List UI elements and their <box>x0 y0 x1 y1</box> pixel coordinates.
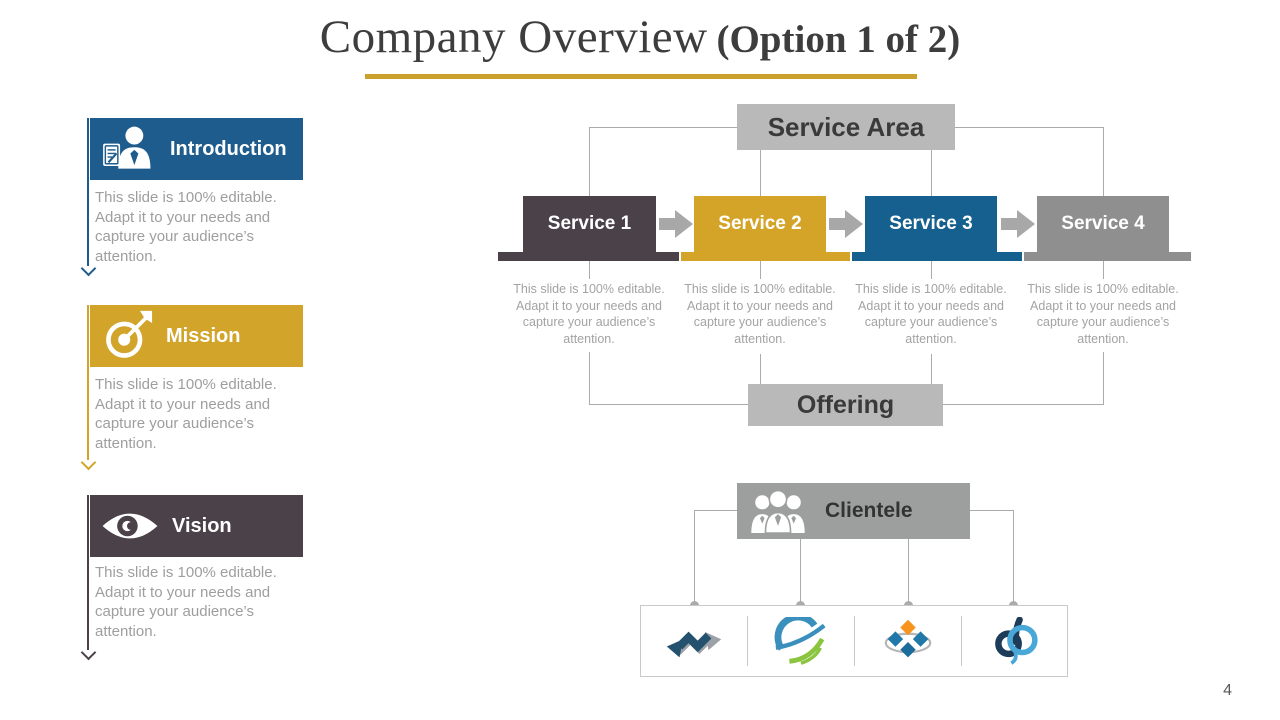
connector-line <box>931 354 932 384</box>
person-document-icon <box>103 126 151 169</box>
page-title: Company Overview (Option 1 of 2) <box>0 10 1280 64</box>
clientele-label: Clientele <box>825 499 913 522</box>
flow-arrow-icon <box>659 210 693 238</box>
connector-line <box>589 261 590 279</box>
connector-line <box>589 404 748 405</box>
diamonds-orbit-logo <box>884 619 932 658</box>
sidebar-item-description: This slide is 100% editable. Adapt it to… <box>95 376 277 452</box>
logo-divider <box>961 616 962 666</box>
connector-line <box>694 510 737 511</box>
connector-line <box>1103 127 1104 196</box>
sidebar-item-label: Vision <box>172 514 232 537</box>
globe-swoosh-logo <box>774 617 826 665</box>
sidebar-item-introduction: Introduction <box>90 118 303 180</box>
connector-line <box>760 354 761 384</box>
connector-line <box>931 261 932 279</box>
service-area-header: Service Area <box>737 104 955 150</box>
sidebar-item-description: This slide is 100% editable. Adapt it to… <box>95 189 277 265</box>
sidebar-item-mission: Mission <box>90 305 303 367</box>
service-base-strip <box>498 252 679 261</box>
interlocking-arrows-logo <box>666 631 722 658</box>
service-box-4: Service 4 <box>1037 196 1169 252</box>
target-dart-icon <box>106 310 153 358</box>
service-label: Service 1 <box>547 213 632 234</box>
service-base-strip <box>1024 252 1191 261</box>
eye-icon <box>102 513 158 539</box>
sidebar-item-vision: Vision <box>90 495 303 557</box>
connector-line <box>589 127 590 196</box>
connector-line <box>970 510 1013 511</box>
people-group-icon <box>751 489 805 534</box>
sidebar-flow-arrow-mission <box>87 305 89 460</box>
service-description: This slide is 100% editable. Adapt it to… <box>684 282 836 346</box>
flow-arrow-icon <box>829 210 863 238</box>
connector-line <box>800 539 801 605</box>
page-title-main: Company Overview <box>319 11 708 63</box>
offering-header: Offering <box>748 384 943 426</box>
service-box-2: Service 2 <box>694 196 826 252</box>
service-description: This slide is 100% editable. Adapt it to… <box>1027 282 1179 346</box>
connector-line <box>1013 510 1014 605</box>
service-base-strip <box>852 252 1022 261</box>
clientele-header: Clientele <box>737 483 970 539</box>
service-description: This slide is 100% editable. Adapt it to… <box>513 282 665 346</box>
connector-line <box>589 352 590 404</box>
connector-line <box>1103 352 1104 404</box>
connector-line <box>931 150 932 196</box>
connector-line <box>955 127 1103 128</box>
connector-line <box>908 539 909 605</box>
sidebar-item-label: Introduction <box>170 137 287 160</box>
logo-divider <box>747 616 748 666</box>
sidebar-flow-arrow-vision <box>87 495 89 650</box>
page-number: 4 <box>1223 682 1232 699</box>
logo-divider <box>854 616 855 666</box>
service-label: Service 4 <box>1061 213 1145 234</box>
dp-monogram-logo <box>995 617 1038 665</box>
connector-line <box>760 261 761 279</box>
connector-line <box>694 510 695 605</box>
service-label: Service 2 <box>718 213 802 234</box>
connector-line <box>1103 261 1104 279</box>
service-base-strip <box>681 252 850 261</box>
sidebar-flow-arrow-introduction <box>87 118 89 266</box>
service-label: Service 3 <box>889 213 973 234</box>
connector-line <box>943 404 1104 405</box>
service-box-3: Service 3 <box>865 196 997 252</box>
offering-label: Offering <box>796 390 895 419</box>
title-underline-accent <box>365 74 917 79</box>
sidebar-item-label: Mission <box>166 324 241 347</box>
connector-line <box>760 150 761 196</box>
service-box-1: Service 1 <box>523 196 656 252</box>
service-area-label: Service Area <box>767 111 925 142</box>
connector-line <box>589 127 737 128</box>
sidebar-item-description: This slide is 100% editable. Adapt it to… <box>95 564 277 640</box>
page-title-suffix: (Option 1 of 2) <box>716 18 961 61</box>
service-description: This slide is 100% editable. Adapt it to… <box>855 282 1007 346</box>
flow-arrow-icon <box>1001 210 1035 238</box>
